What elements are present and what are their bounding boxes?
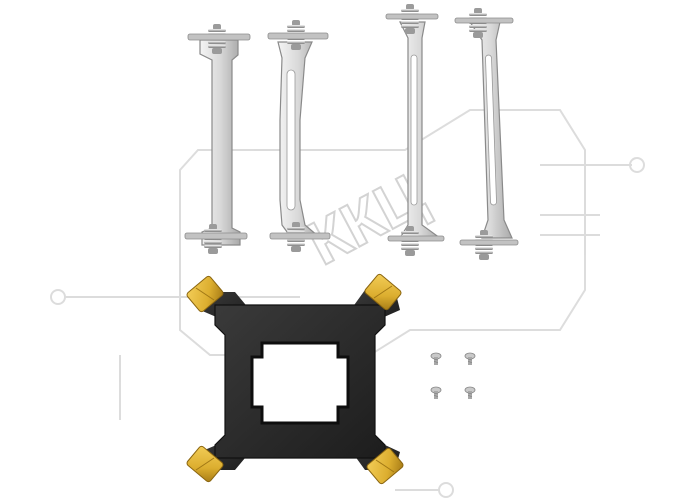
backplate-pad-bottom-right xyxy=(366,447,404,485)
cpu-backplate xyxy=(186,273,404,485)
mounting-bracket-2 xyxy=(267,20,331,252)
mounting-bracket-3 xyxy=(385,4,445,256)
small-screws xyxy=(430,352,476,400)
backplate-pad-top-right xyxy=(364,273,402,311)
backplate-window xyxy=(250,341,350,425)
small-screw-4 xyxy=(464,386,476,400)
backplate-pad-top-left xyxy=(186,275,224,313)
mounting-bracket-1 xyxy=(184,24,251,254)
backplate-pad-bottom-left xyxy=(186,445,224,483)
small-screw-3 xyxy=(430,386,442,400)
small-screw-2 xyxy=(464,352,476,366)
mounting-bracket-4 xyxy=(454,8,519,260)
small-screw-1 xyxy=(430,352,442,366)
